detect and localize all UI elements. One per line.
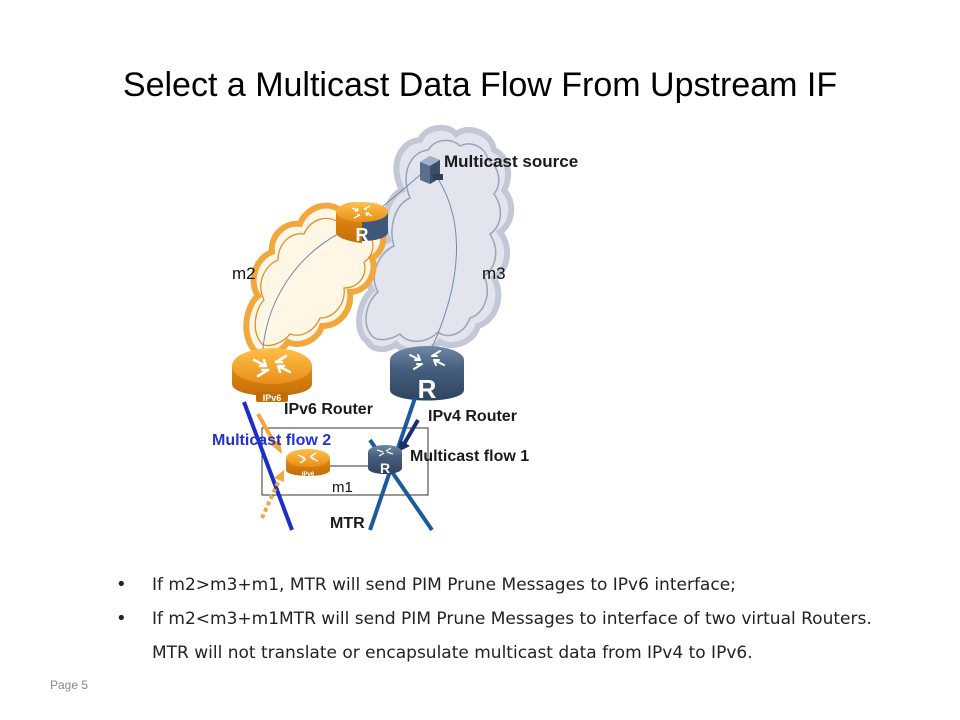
m3-label: m3: [482, 264, 506, 283]
path-m3: [429, 169, 457, 353]
ipv4-router: R: [390, 346, 464, 404]
mtr-ipv4-router: R: [368, 445, 402, 476]
router-icon: [376, 447, 394, 457]
ipv6-badge: IPv6: [263, 393, 282, 403]
ipv4-router-label: IPv4 Router: [428, 408, 517, 425]
flow-1-arrow: [398, 418, 420, 452]
top-router-badge: R: [356, 225, 369, 245]
multicast-flow-2-label: Multicast flow 2: [212, 432, 331, 449]
slide-title: Select a Multicast Data Flow From Upstre…: [122, 66, 838, 104]
page-number: Page 5: [50, 678, 89, 692]
m1-label: m1: [332, 479, 353, 496]
mtr-ipv6-router: IPv6: [286, 449, 330, 478]
flow-2-arrow: [256, 413, 284, 519]
router-icon: [297, 452, 319, 464]
ipv6-link-line: [242, 401, 294, 531]
top-router: R: [336, 202, 388, 245]
multicast-flow-1-label: Multicast flow 1: [410, 448, 529, 465]
ipv6-badge-small: IPv6: [302, 472, 315, 478]
ipv4-router-badge: R: [418, 374, 437, 404]
router-icon: [409, 350, 445, 370]
mtr-ipv4-badge: R: [380, 460, 390, 476]
server-icon: [420, 156, 443, 184]
bullet-list: If m2>m3+m1, MTR will send PIM Prune Mes…: [116, 568, 876, 670]
router-icon: [351, 205, 373, 219]
multicast-source-label: Multicast source: [444, 152, 578, 171]
bullet-item: If m2>m3+m1, MTR will send PIM Prune Mes…: [116, 568, 876, 602]
ipv6-router: IPv6: [232, 348, 312, 403]
bullet-item: If m2<m3+m1MTR will send PIM Prune Messa…: [116, 602, 876, 670]
ipv6-router-label: IPv6 Router: [284, 401, 373, 418]
ipv4-network-cloud: [356, 124, 515, 355]
mtr-label: MTR: [330, 515, 365, 532]
m2-label: m2: [232, 264, 256, 283]
router-icon: [252, 354, 292, 378]
mtr-box: [261, 427, 429, 496]
